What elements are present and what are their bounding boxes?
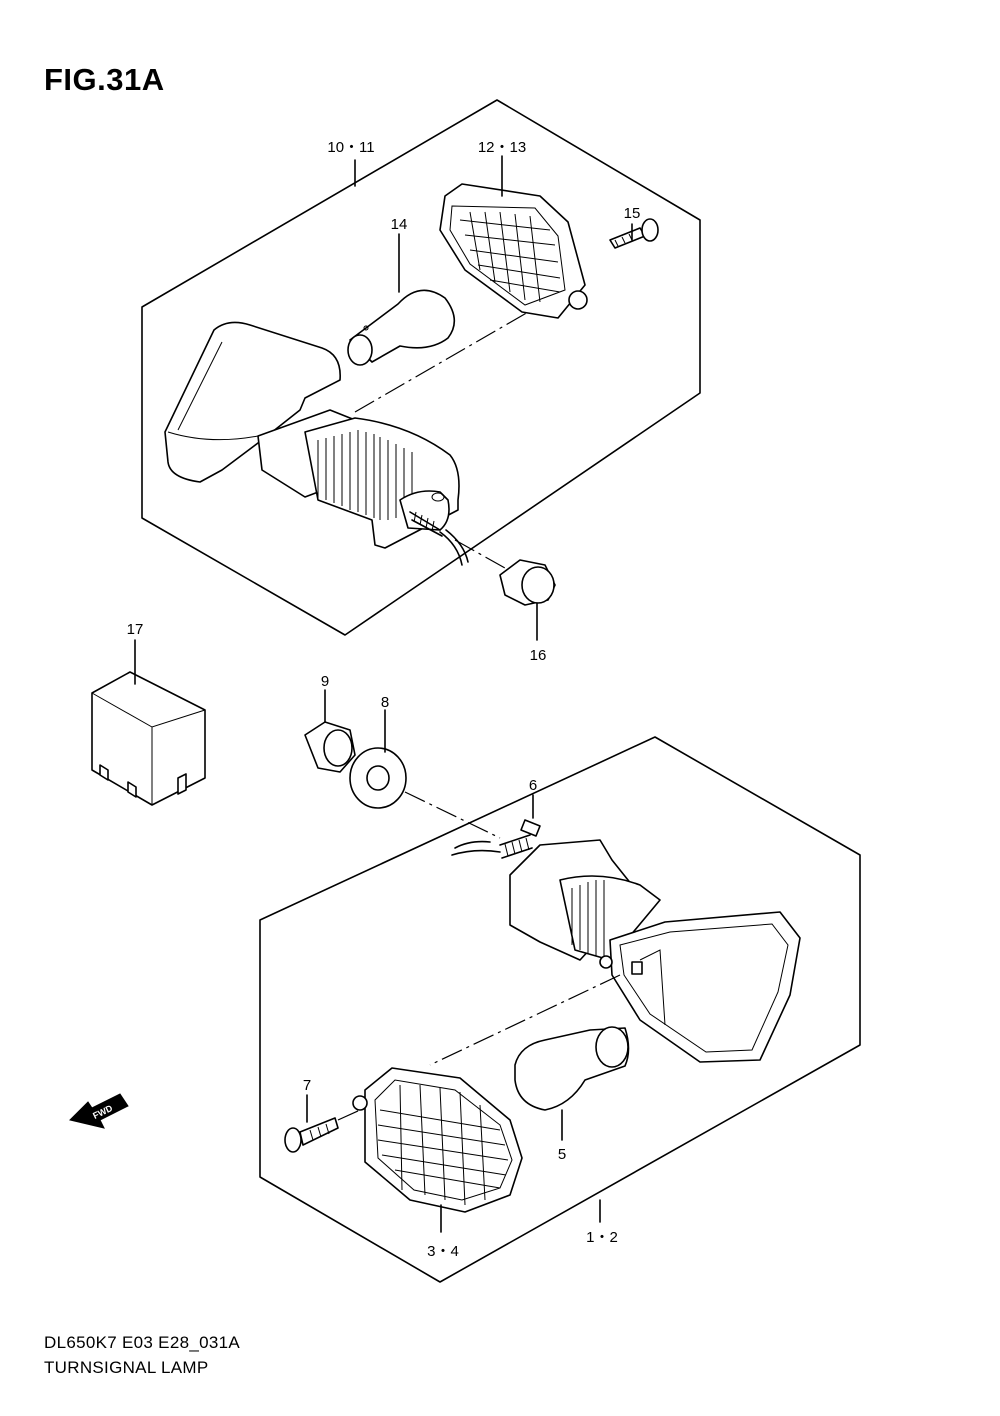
upper-lens <box>439 183 588 319</box>
lower-assembly-frame <box>259 736 861 1283</box>
nut-16 <box>499 559 556 606</box>
callout-10-11: 10・11 <box>327 139 375 156</box>
upper-bulb <box>347 289 456 366</box>
fwd-arrow-icon: FWD <box>69 1093 129 1129</box>
callout-12-13: 12・13 <box>477 139 527 156</box>
callout-16: 16 <box>529 647 547 664</box>
callout-7: 7 <box>302 1077 312 1094</box>
callout-1-2: 1・2 <box>586 1229 618 1246</box>
lower-lens <box>352 1067 523 1213</box>
upper-screw <box>609 218 659 249</box>
callout-3-4: 3・4 <box>427 1243 459 1260</box>
nut-9 <box>304 721 356 773</box>
callout-17: 17 <box>126 621 144 638</box>
figure-title: FIG.31A <box>44 62 165 97</box>
lower-lamp-housing <box>451 834 801 1063</box>
figure-code: DL650K7 E03 E28_031A <box>44 1333 240 1352</box>
lower-bulb <box>514 1026 630 1111</box>
washer-8 <box>349 747 407 809</box>
figure-name: TURNSIGNAL LAMP <box>44 1358 209 1377</box>
callout-14: 14 <box>390 216 408 233</box>
callout-15: 15 <box>623 205 641 222</box>
upper-lamp-housing <box>164 321 469 566</box>
lower-screw <box>284 1109 361 1153</box>
upper-assembly-frame <box>141 99 701 636</box>
relay-17 <box>91 671 206 806</box>
pin-6 <box>520 819 541 837</box>
callout-8: 8 <box>380 694 390 711</box>
callout-5: 5 <box>557 1146 567 1163</box>
callout-6: 6 <box>528 777 538 794</box>
callout-9: 9 <box>320 673 330 690</box>
